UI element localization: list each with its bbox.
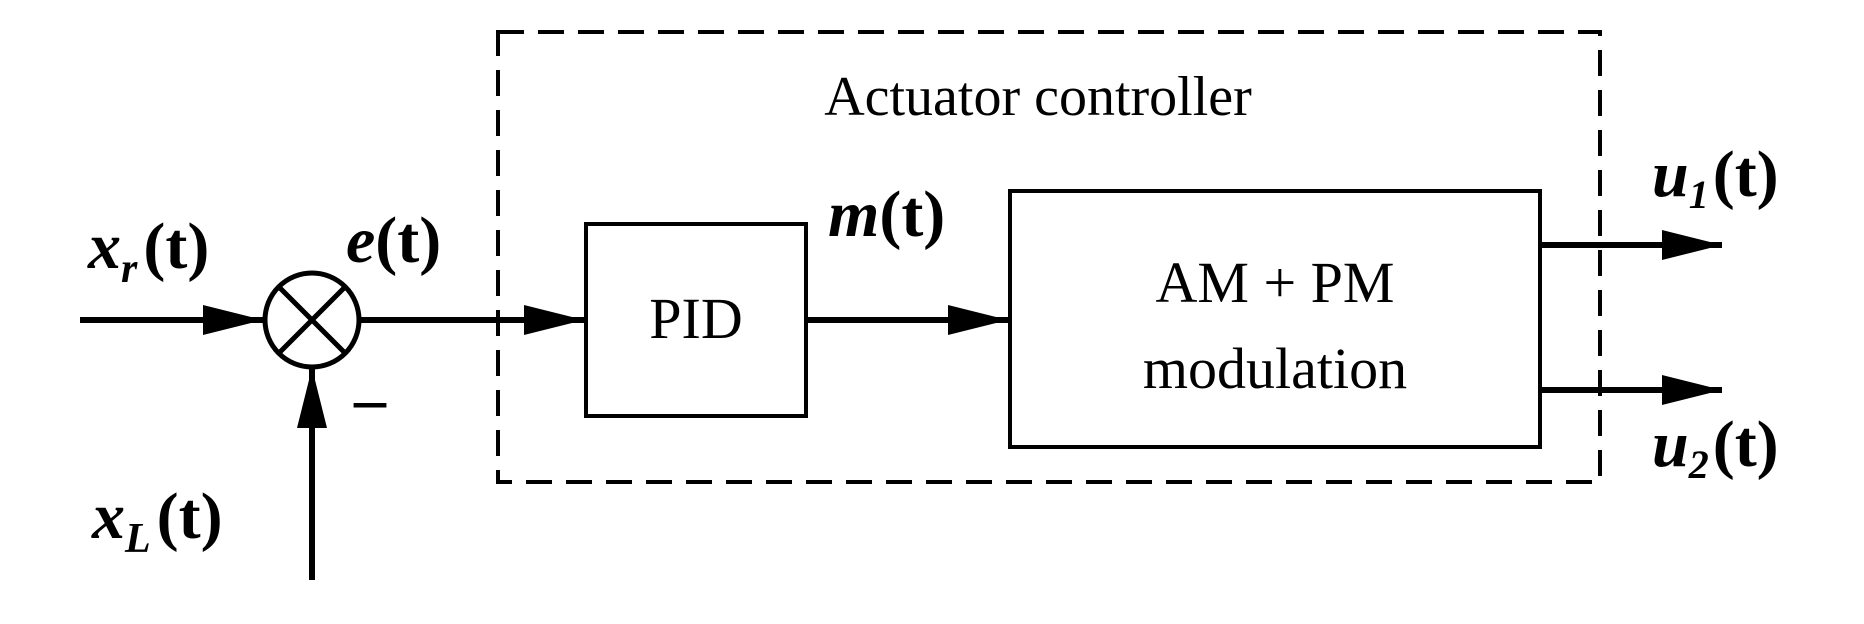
actuator-controller-label: Actuator controller — [824, 66, 1252, 128]
control-signal-label: m(t) — [828, 178, 945, 251]
reference-signal-label: xr(t) — [87, 210, 209, 292]
pid-block — [584, 222, 808, 418]
error-signal-label: e(t) — [346, 204, 441, 277]
minus-sign: – — [353, 363, 387, 434]
modulation-block-line2: modulation — [1143, 336, 1407, 401]
output1-signal-label: u1(t) — [1652, 138, 1779, 217]
modulation-block-line1: AM + PM — [1156, 250, 1395, 315]
pid-block-label: PID — [649, 286, 742, 351]
load-signal-label: xL(t) — [91, 480, 223, 562]
actuator-controller-boundary — [496, 30, 1602, 484]
output2-signal-label: u2(t) — [1652, 408, 1779, 487]
modulation-block — [1008, 189, 1542, 449]
summing-junction — [262, 270, 362, 370]
